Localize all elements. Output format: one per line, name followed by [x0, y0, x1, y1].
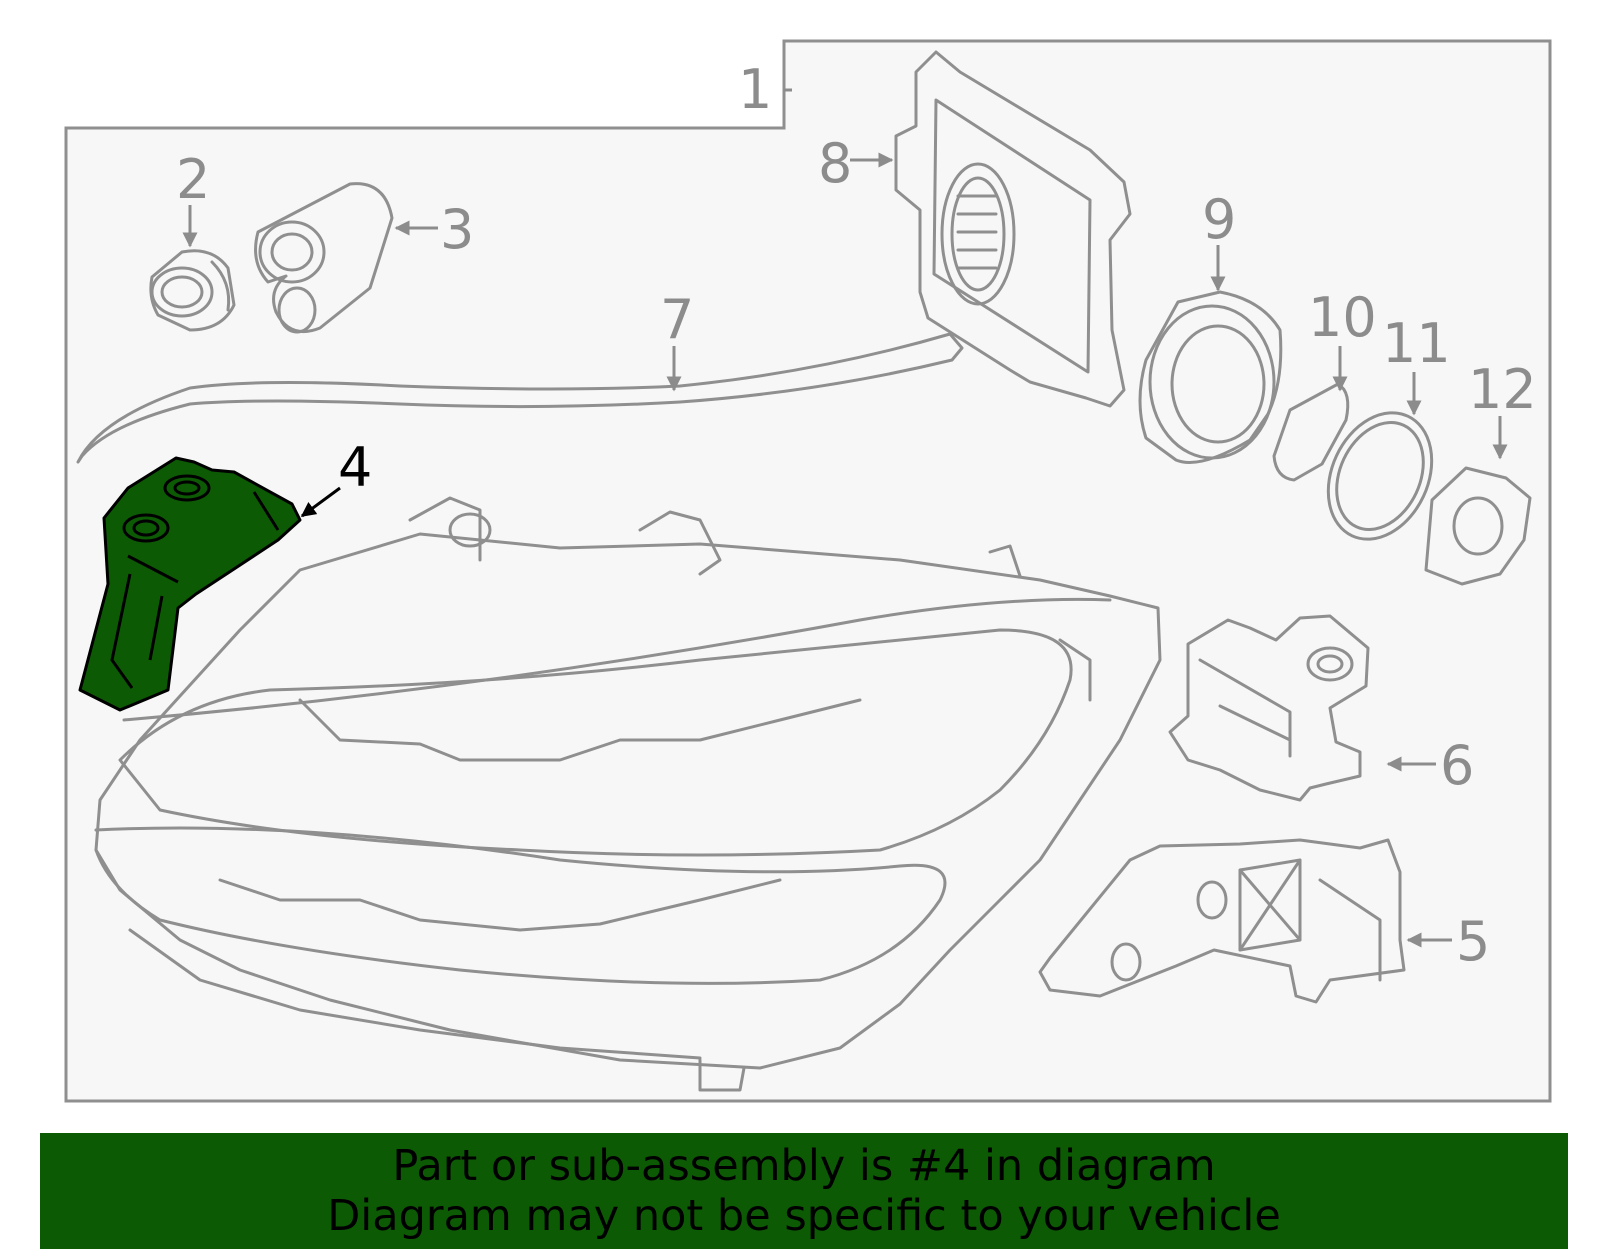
- callout-12: 12: [1468, 358, 1537, 421]
- callout-11: 11: [1382, 312, 1451, 375]
- part-3-sleeve: [254, 182, 394, 334]
- part-7-seal-strip: [76, 332, 964, 464]
- callout-5: 5: [1456, 910, 1490, 973]
- callout-9: 9: [1202, 188, 1236, 251]
- caption-line-disclaimer: Diagram may not be specific to your vehi…: [327, 1191, 1281, 1241]
- part-11-o-ring: [1326, 411, 1434, 541]
- part-9-socket: [1138, 290, 1283, 464]
- part-6-actuator: [1168, 614, 1370, 802]
- leader-4: [300, 486, 341, 518]
- caption-banner: Part or sub-assembly is #4 in diagram Di…: [40, 1133, 1568, 1249]
- headlamp-housing: [94, 496, 1162, 1092]
- callout-4: 4: [338, 436, 372, 499]
- caption-line-part: Part or sub-assembly is #4 in diagram: [392, 1141, 1216, 1191]
- part-8-ballast: [894, 50, 1132, 408]
- callout-1: 1: [738, 58, 772, 121]
- callout-10: 10: [1308, 286, 1377, 349]
- callout-8: 8: [818, 132, 852, 195]
- part-5-bracket: [1038, 838, 1406, 1004]
- callout-3: 3: [440, 198, 474, 261]
- callout-7: 7: [660, 288, 694, 351]
- part-4-bracket: [78, 456, 302, 712]
- callout-6: 6: [1440, 734, 1474, 797]
- part-2-bushing: [149, 249, 236, 332]
- callout-2: 2: [176, 148, 210, 211]
- part-12-cap: [1424, 466, 1532, 586]
